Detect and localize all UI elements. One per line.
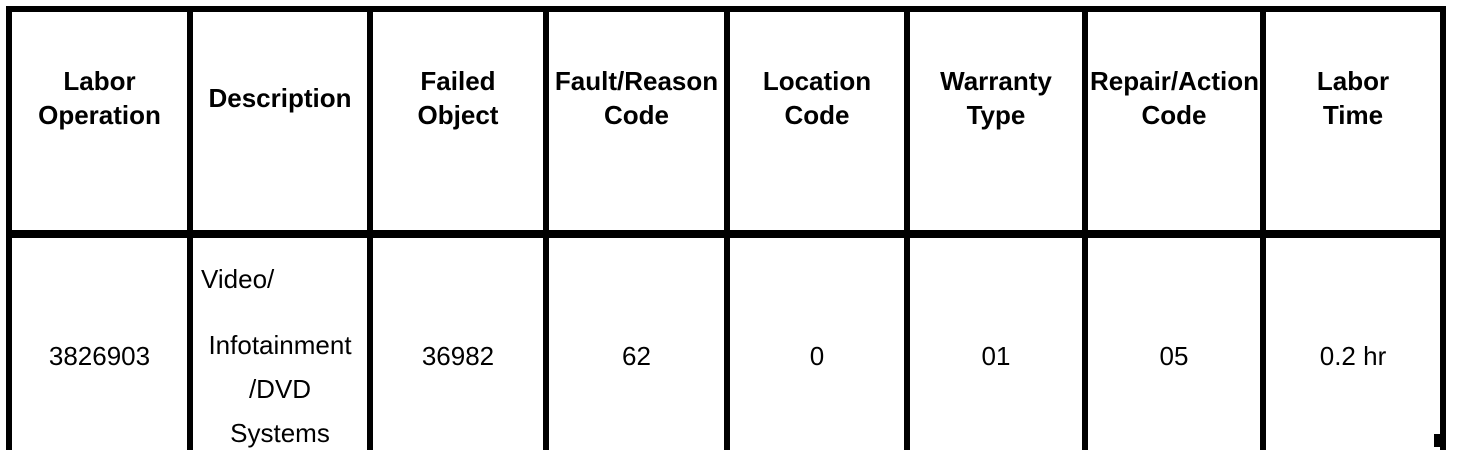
cell-warranty-type: 01 <box>904 231 1088 450</box>
description-line: /DVD <box>248 374 312 404</box>
header-cell-labor-operation: Labor Operation <box>6 6 193 238</box>
warranty-labor-table: Labor Operation Description Failed Objec… <box>6 6 1446 450</box>
table-row: 3826903 Video/ Infotainment /DVD Systems… <box>6 231 1446 450</box>
scan-tick <box>187 434 193 447</box>
scan-tick <box>1434 434 1440 447</box>
scan-tick <box>367 434 373 447</box>
scan-tick <box>904 434 910 447</box>
header-row: Labor Operation Description Failed Objec… <box>6 6 1446 238</box>
header-cell-repair-action-code: Repair/Action Code <box>1082 6 1266 238</box>
cell-labor-time: 0.2 hr <box>1260 231 1446 450</box>
description-line: Video/ <box>201 264 275 294</box>
scan-tick <box>1082 434 1088 447</box>
description-line: Systems <box>230 418 330 448</box>
cell-failed-object: 36982 <box>367 231 549 450</box>
cell-fault-reason-code: 62 <box>543 231 730 450</box>
header-cell-failed-object: Failed Object <box>367 6 549 238</box>
cell-repair-action-code: 05 <box>1082 231 1266 450</box>
header-cell-warranty-type: Warranty Type <box>904 6 1088 238</box>
scan-tick <box>1260 434 1266 447</box>
header-cell-location-code: Location Code <box>724 6 910 238</box>
cell-description: Video/ Infotainment /DVD Systems <box>187 231 373 450</box>
scan-tick <box>543 434 549 447</box>
scan-tick <box>6 434 12 447</box>
labor-operation-table: Labor Operation Description Failed Objec… <box>6 6 1446 450</box>
description-line: Infotainment <box>208 330 352 360</box>
cell-location-code: 0 <box>724 231 910 450</box>
scan-tick <box>724 434 730 447</box>
header-cell-description: Description <box>187 6 373 238</box>
header-cell-labor-time: Labor Time <box>1260 6 1446 238</box>
cell-labor-operation: 3826903 <box>6 231 193 450</box>
header-cell-fault-reason-code: Fault/Reason Code <box>543 6 730 238</box>
